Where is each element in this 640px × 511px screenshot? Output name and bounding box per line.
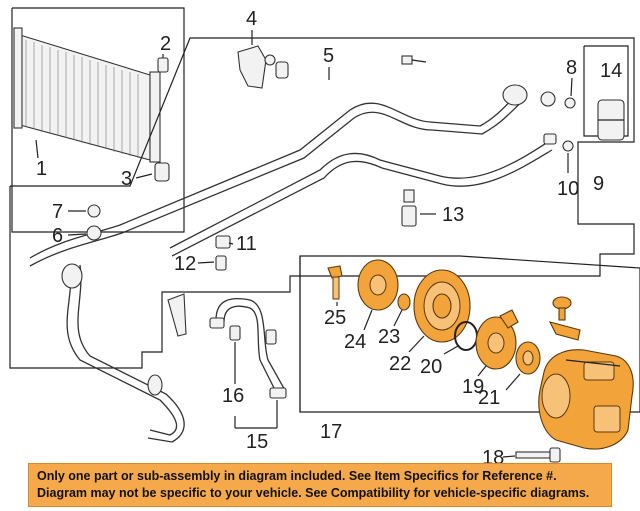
callout-20: 20 xyxy=(420,356,442,378)
compressor-body xyxy=(538,349,634,450)
pipe-assembly-outline xyxy=(9,37,635,369)
callout-15: 15 xyxy=(246,431,268,453)
discharge-hose xyxy=(29,84,556,267)
pressure-switch-14: 14 xyxy=(597,60,625,141)
callout-14: 14 xyxy=(600,60,622,82)
bolt-5: 5 xyxy=(323,45,427,80)
callout-21: 21 xyxy=(478,387,500,409)
disclaimer-banner: Only one part or sub-assembly in diagram… xyxy=(28,463,612,507)
disclaimer-line-1: Only one part or sub-assembly in diagram… xyxy=(37,469,557,483)
callout-3: 3 xyxy=(121,168,132,190)
condenser-group: 1 2 3 xyxy=(11,7,185,233)
callout-5: 5 xyxy=(323,45,334,67)
charge-valve-13: 13 xyxy=(401,189,464,227)
o-ring-10: 10 xyxy=(557,140,579,200)
o-rings-6-7: 7 6 xyxy=(52,201,102,247)
pipe-bracket xyxy=(167,293,187,337)
callout-7: 7 xyxy=(52,201,63,223)
callout-24: 24 xyxy=(344,331,366,353)
callout-22: 22 xyxy=(389,353,411,375)
callout-25: 25 xyxy=(324,307,346,329)
callout-8: 8 xyxy=(566,57,577,79)
drier-plug xyxy=(154,162,170,182)
compressor-group: 17 25 24 23 22 20 xyxy=(299,255,640,450)
callout-1: 1 xyxy=(36,158,47,180)
receiver-drier-cap xyxy=(157,54,169,73)
coil-19: 19 xyxy=(462,309,519,398)
seal-21: 21 xyxy=(478,341,541,409)
callout-2: 2 xyxy=(160,33,171,55)
callout-9: 9 xyxy=(593,173,604,195)
suction-pipe xyxy=(169,133,557,257)
callout-10: 10 xyxy=(557,178,579,200)
callout-19: 19 xyxy=(462,376,484,398)
fitting-11-12: 11 12 xyxy=(174,233,257,275)
condenser xyxy=(13,27,161,163)
valve-bracket xyxy=(548,296,581,341)
liquid-hose xyxy=(61,263,185,443)
callout-16: 16 xyxy=(222,385,244,407)
callout-17: 17 xyxy=(320,421,342,443)
bolt-25: 25 xyxy=(324,265,346,329)
bracket-4: 4 xyxy=(237,8,289,89)
pipe-15: 16 15 xyxy=(209,297,287,453)
pulley-22: 22 xyxy=(389,269,471,375)
callout-11: 11 xyxy=(236,233,257,255)
callout-12: 12 xyxy=(174,253,196,275)
o-ring-8: 8 xyxy=(564,57,577,109)
shim-23: 23 xyxy=(378,293,411,348)
callout-13: 13 xyxy=(442,204,464,226)
callout-4: 4 xyxy=(246,8,257,30)
disclaimer-line-2: Diagram may not be specific to your vehi… xyxy=(37,486,590,500)
callout-23: 23 xyxy=(378,326,400,348)
callout-6: 6 xyxy=(52,225,63,247)
clutch-hub-24: 24 xyxy=(344,259,399,353)
